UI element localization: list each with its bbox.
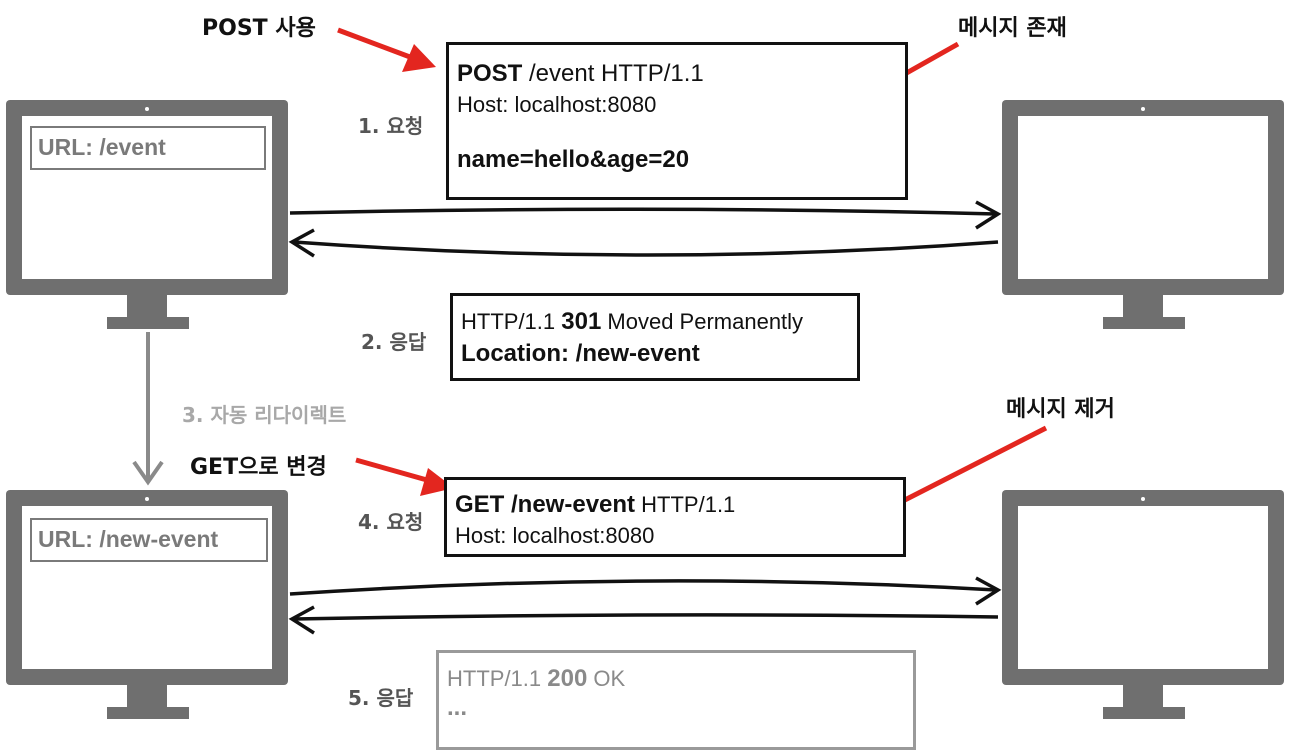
step-label-2: 2. 응답 (361, 330, 427, 354)
callout-message-removed: 메시지 제거 (1006, 397, 1115, 422)
response-status-code: 301 (561, 308, 602, 335)
step-label-5: 5. 응답 (348, 686, 414, 710)
request-path-version: /event HTTP/1.1 (522, 60, 704, 87)
http-request-post: POST /event HTTP/1.1 Host: localhost:808… (446, 42, 908, 200)
request-host-header: Host: localhost:8080 (455, 523, 655, 548)
response-arrow-top (288, 228, 999, 258)
response-arrow-bottom (288, 605, 999, 635)
callout-message-present: 메시지 존재 (958, 16, 1067, 41)
response-version: HTTP/1.1 (461, 309, 562, 334)
request-host-header: Host: localhost:8080 (457, 92, 657, 117)
response-status-code: 200 (547, 665, 588, 692)
request-version: HTTP/1.1 (635, 492, 736, 517)
step-label-4: 4. 요청 (358, 510, 424, 534)
request-method-path: GET /new-event (455, 491, 636, 518)
request-body: name=hello&age=20 (457, 146, 690, 173)
http-response-301: HTTP/1.1 301 Moved Permanently Location:… (450, 293, 860, 381)
step-label-3: 3. 자동 리다이렉트 (182, 403, 347, 427)
http-request-get: GET /new-event HTTP/1.1 Host: localhost:… (444, 477, 906, 557)
http-response-200: HTTP/1.1 200 OK ... (436, 650, 916, 750)
response-ellipsis: ... (447, 694, 468, 721)
client-url-bar: URL: /new-event (30, 518, 268, 562)
response-version: HTTP/1.1 (447, 666, 548, 691)
step-label-1: 1. 요청 (358, 114, 424, 138)
callout-get-change: GET으로 변경 (190, 455, 327, 480)
request-method: POST (457, 60, 523, 87)
request-arrow-top (289, 200, 1002, 230)
callout-arrow-get (355, 457, 454, 496)
redirect-arrow (132, 332, 164, 486)
callout-arrow-post (337, 27, 436, 72)
callout-post-use: POST 사용 (202, 16, 316, 41)
request-arrow-bottom (289, 576, 1002, 606)
response-reason: OK (587, 666, 626, 691)
response-location-header: Location: /new-event (461, 340, 700, 367)
response-reason: Moved Permanently (601, 309, 804, 334)
client-url-bar: URL: /event (30, 126, 266, 170)
